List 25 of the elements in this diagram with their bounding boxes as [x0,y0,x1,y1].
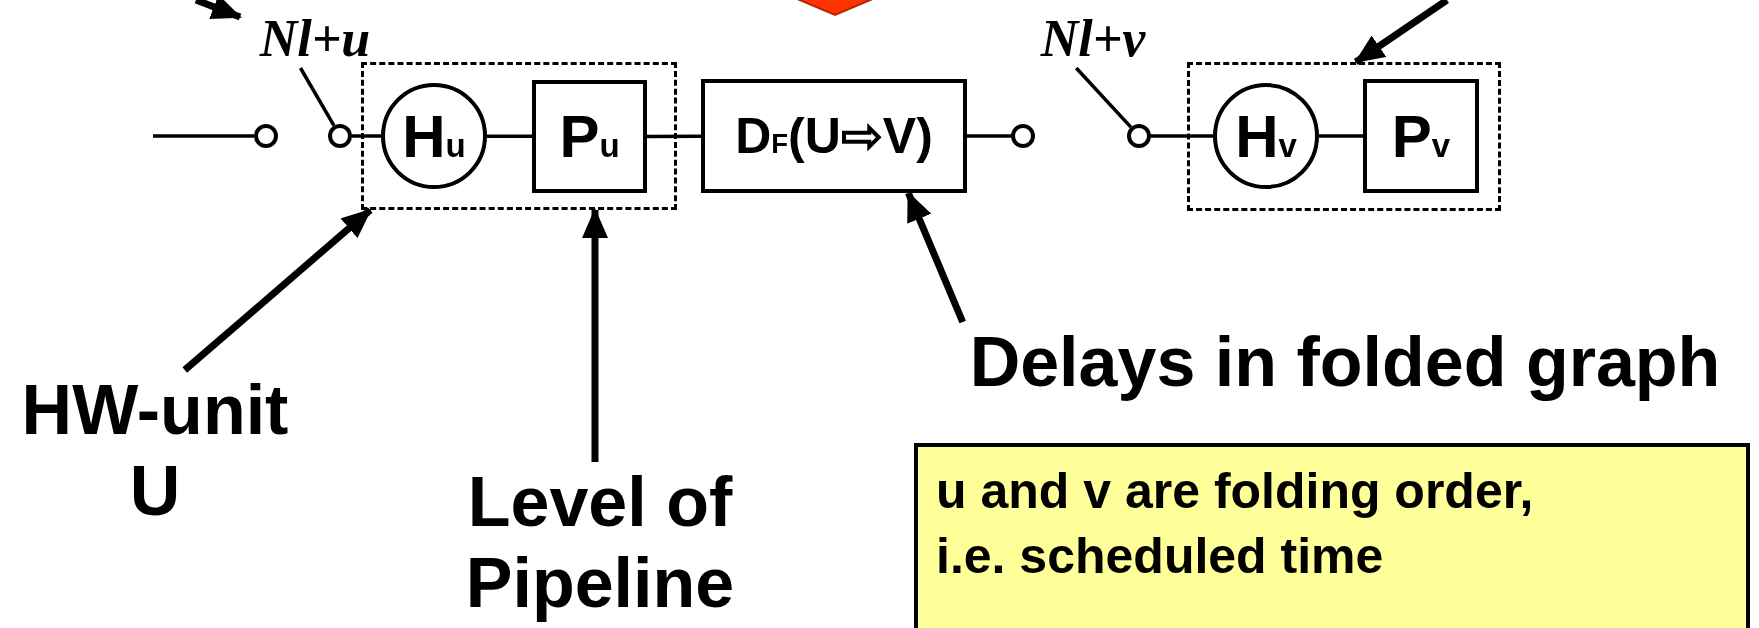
dashed-boundary-box [1187,62,1501,211]
dashed-boundary-box [361,62,677,210]
terminal-circle [1011,124,1035,148]
terminal-circle [1127,124,1151,148]
annotation-text: Delays in folded graph [935,322,1755,407]
connector-line [153,134,254,138]
connector-line [487,134,532,139]
note-box: u and v are folding order, i.e. scheduled time [914,443,1750,628]
connector-line [298,67,336,127]
connector-line [647,134,701,139]
connector-line [1319,134,1363,138]
arrow [194,0,242,21]
annotation-text: Level of Pipeline [440,462,760,628]
switch-label: Nl+u [240,8,390,68]
arrow [182,207,373,373]
arrow [1353,0,1449,65]
connector-line [1074,66,1133,129]
terminal-circle [328,124,352,148]
connector-line [967,134,1011,138]
arrow [905,191,966,324]
terminal-circle [254,124,278,148]
connector-line [1151,134,1213,138]
switch-label: Nl+v [1018,8,1168,68]
connector-line [352,134,381,138]
annotation-text: HW-unit U [5,370,305,535]
